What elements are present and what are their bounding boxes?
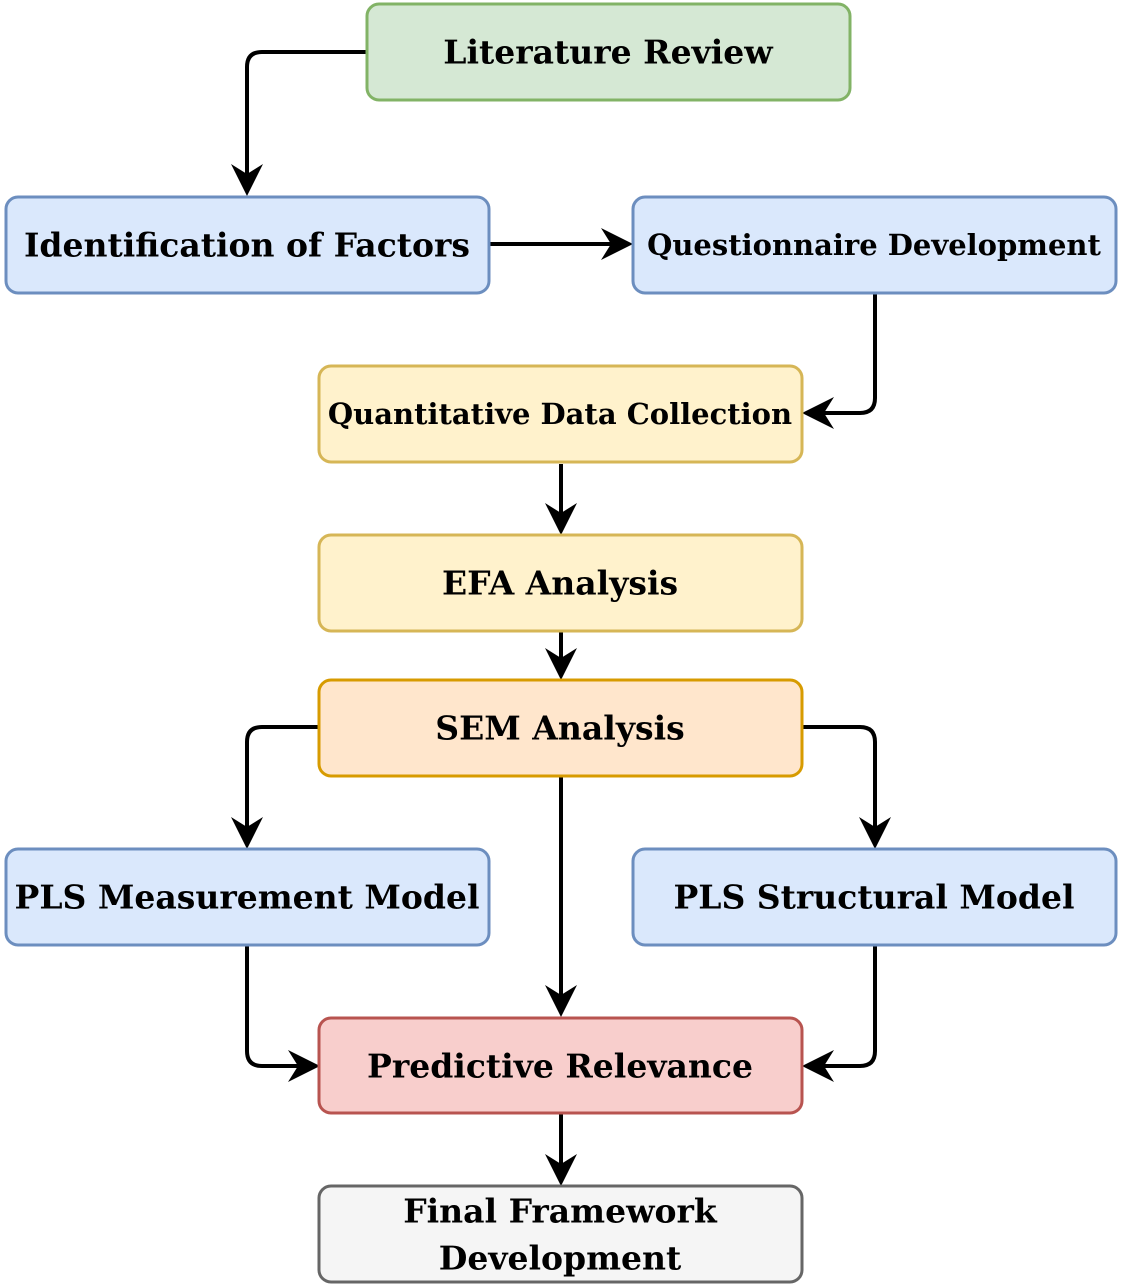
node-identification-of-factors: Identification of Factors — [4, 195, 491, 295]
node-identification-of-factors-label: Identification of Factors — [24, 226, 470, 265]
node-questionnaire-development: Questionnaire Development — [631, 195, 1118, 295]
node-efa-analysis: EFA Analysis — [317, 533, 804, 633]
node-literature-review: Literature Review — [365, 2, 852, 102]
node-quantitative-data-collection: Quantitative Data Collection — [317, 364, 804, 464]
node-final-framework-label-line1: Final Framework — [403, 1192, 718, 1231]
connector-measurement-to-predictive — [245, 946, 320, 1082]
node-questionnaire-development-label: Questionnaire Development — [647, 228, 1101, 262]
node-pls-measurement-model: PLS Measurement Model — [4, 847, 491, 947]
node-sem-analysis: SEM Analysis — [317, 678, 804, 778]
connectors — [231, 50, 891, 1186]
node-pls-structural-model-label: PLS Structural Model — [673, 878, 1074, 917]
node-final-framework-label-line2: Development — [439, 1239, 682, 1278]
node-sem-analysis-label: SEM Analysis — [435, 709, 684, 748]
connector-sem-to-structural — [803, 725, 891, 849]
node-pls-measurement-model-label: PLS Measurement Model — [15, 878, 480, 917]
node-final-framework-development: Final Framework Development — [317, 1184, 804, 1284]
node-predictive-relevance: Predictive Relevance — [317, 1016, 804, 1115]
node-efa-analysis-label: EFA Analysis — [442, 564, 678, 603]
connector-sem-to-measurement — [231, 725, 319, 849]
node-predictive-relevance-label: Predictive Relevance — [367, 1047, 753, 1086]
connector-structural-to-predictive — [802, 946, 877, 1082]
connector-literature-to-identification — [231, 50, 367, 196]
node-quantitative-data-collection-label: Quantitative Data Collection — [328, 397, 792, 431]
node-literature-review-label: Literature Review — [443, 33, 774, 72]
connector-questionnaire-to-data-collection — [802, 294, 877, 429]
node-pls-structural-model: PLS Structural Model — [631, 847, 1118, 947]
